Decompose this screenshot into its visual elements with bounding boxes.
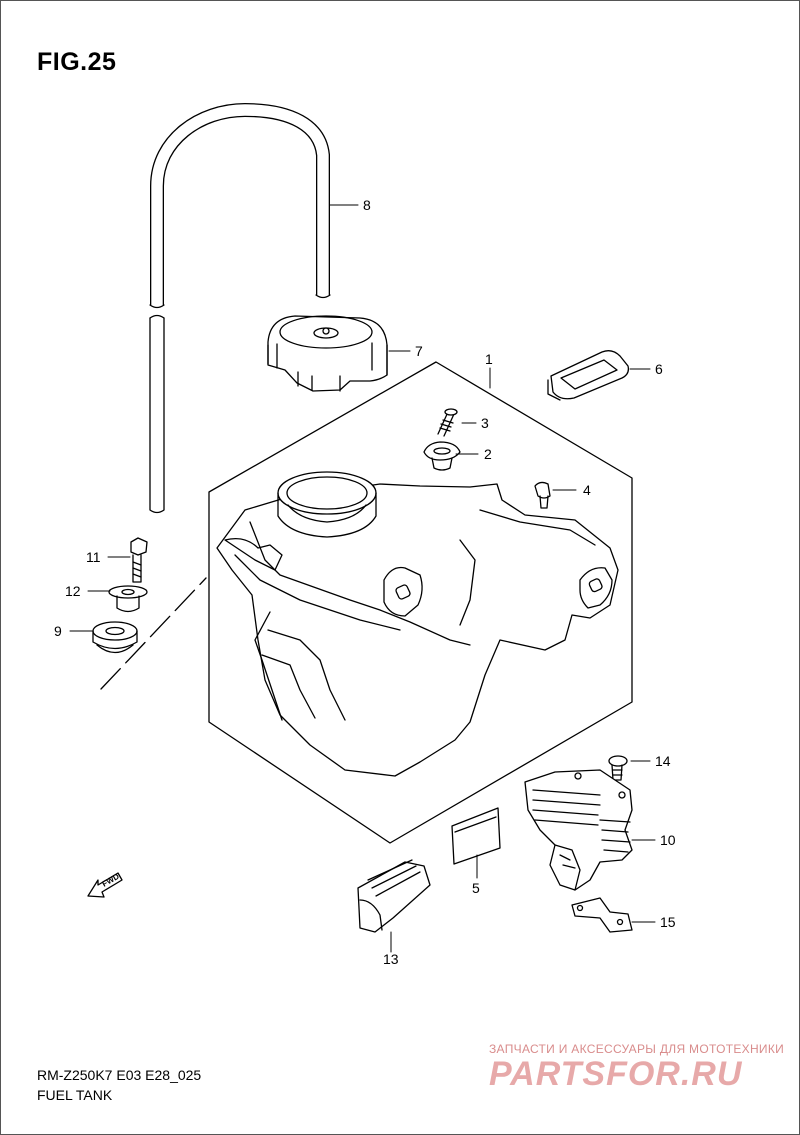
cushion-2	[423, 441, 461, 471]
model-code: RM-Z250K7 E03 E28_025	[37, 1067, 202, 1083]
section-name: FUEL TANK	[37, 1087, 113, 1103]
callout-1: 1	[485, 351, 493, 367]
bolt-11	[130, 537, 148, 583]
callout-12: 12	[65, 583, 81, 599]
fuel-tank	[216, 471, 619, 777]
callout-13: 13	[383, 951, 399, 967]
callout-10: 10	[660, 832, 676, 848]
callout-11: 11	[86, 549, 101, 565]
bolt-4	[534, 481, 551, 509]
watermark-logo: PARTSFOR.RU	[489, 1055, 743, 1093]
fwd-arrow-icon: FWD	[87, 872, 123, 898]
guard-10	[524, 769, 633, 891]
grommet-9	[92, 621, 138, 654]
collar-12	[108, 585, 148, 613]
callout-7: 7	[415, 343, 423, 359]
grommet-leader	[100, 577, 207, 690]
callout-15: 15	[660, 914, 676, 930]
callout-9: 9	[54, 623, 62, 639]
figure-title: FIG.25	[37, 48, 117, 76]
callout-3: 3	[481, 415, 489, 431]
screw-14	[608, 755, 628, 781]
watermark-tagline: ЗАПЧАСТИ И АКСЕССУАРЫ ДЛЯ МОТОТЕХНИКИ	[489, 1042, 785, 1056]
assembly-boundary	[208, 361, 633, 844]
pad-5	[451, 807, 501, 865]
cover-13	[357, 859, 431, 933]
leader-lines	[69, 204, 656, 953]
callout-14: 14	[655, 753, 671, 769]
screw-3	[437, 408, 458, 437]
breather-hose	[149, 103, 331, 514]
bracket-15	[571, 897, 633, 933]
callout-2: 2	[484, 446, 492, 462]
fuel-cap	[267, 315, 388, 392]
callout-4: 4	[583, 482, 591, 498]
callout-8: 8	[363, 197, 371, 213]
callout-5: 5	[472, 880, 480, 896]
callout-6: 6	[655, 361, 663, 377]
strap-clip	[547, 350, 630, 401]
